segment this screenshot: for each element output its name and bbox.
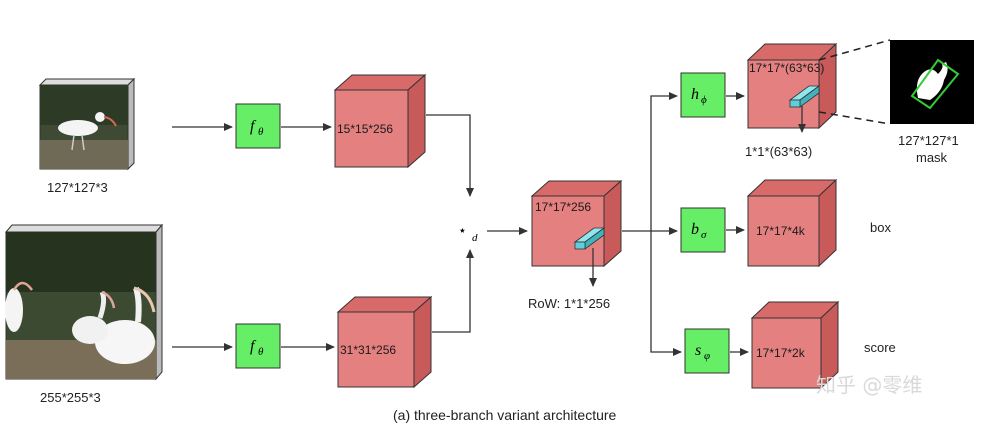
b-sigma-main: b <box>691 221 699 238</box>
b-sigma-sub: σ <box>701 229 707 241</box>
score-label: score <box>864 340 896 355</box>
operator-sub: d <box>472 232 478 244</box>
depthwise-correlation-operator: ⋆ d <box>458 222 478 244</box>
f-theta-top-box: f θ <box>235 103 281 149</box>
operator-symbol: ⋆ <box>458 222 467 238</box>
h-phi-main: h <box>691 86 699 103</box>
dashed-line-top <box>818 39 891 61</box>
cube-search-feature-label: 31*31*256 <box>340 343 396 357</box>
arrow-search-to-corr <box>432 249 474 333</box>
box-label: box <box>870 220 891 235</box>
figure-caption: (a) three-branch variant architecture <box>393 407 617 423</box>
mask-output-size-label: 127*127*1 <box>898 133 959 148</box>
arrow-exemplar-to-corr <box>426 114 474 197</box>
cube-exemplar-feature <box>333 73 427 169</box>
cube-box-branch <box>746 178 838 268</box>
h-phi-sub: ϕ <box>701 94 707 106</box>
arrow-to-s-varphi <box>650 231 682 356</box>
row-label: RoW: 1*1*256 <box>528 296 610 311</box>
cube-score-branch <box>750 300 840 390</box>
s-varphi-main: s <box>695 342 701 359</box>
mask-output-name-label: mask <box>916 150 948 165</box>
f-theta-top-main: f <box>250 118 257 135</box>
f-theta-bottom-main: f <box>250 338 257 355</box>
cube-score-branch-label: 17*17*2k <box>756 346 806 360</box>
mask-output-image <box>890 40 974 124</box>
cube-response-label: 17*17*256 <box>535 200 591 214</box>
s-varphi-box: s φ <box>684 328 730 374</box>
f-theta-top-sub: θ <box>258 126 264 138</box>
cube-mask-branch <box>746 42 838 130</box>
h-phi-box: h ϕ <box>680 72 726 118</box>
dashed-line-bottom <box>818 111 891 125</box>
cube-response <box>530 179 623 268</box>
cube-box-branch-label: 17*17*4k <box>756 224 806 238</box>
watermark: 知乎 @零维 <box>816 373 922 397</box>
cube-mask-branch-label: 17*17*(63*63) <box>749 61 824 75</box>
f-theta-bottom-box: f θ <box>235 323 281 369</box>
b-sigma-box: b σ <box>680 207 726 253</box>
cube-search-feature <box>336 295 433 389</box>
arrow-to-h-phi <box>650 92 678 231</box>
cube-exemplar-feature-label: 15*15*256 <box>337 122 393 136</box>
s-varphi-sub: φ <box>704 350 710 362</box>
exemplar-image <box>38 77 136 171</box>
exemplar-size-label: 127*127*3 <box>47 180 108 195</box>
search-size-label: 255*255*3 <box>40 390 101 405</box>
f-theta-bottom-sub: θ <box>258 346 264 358</box>
search-image <box>4 223 164 381</box>
mask-vector-label: 1*1*(63*63) <box>745 144 812 159</box>
